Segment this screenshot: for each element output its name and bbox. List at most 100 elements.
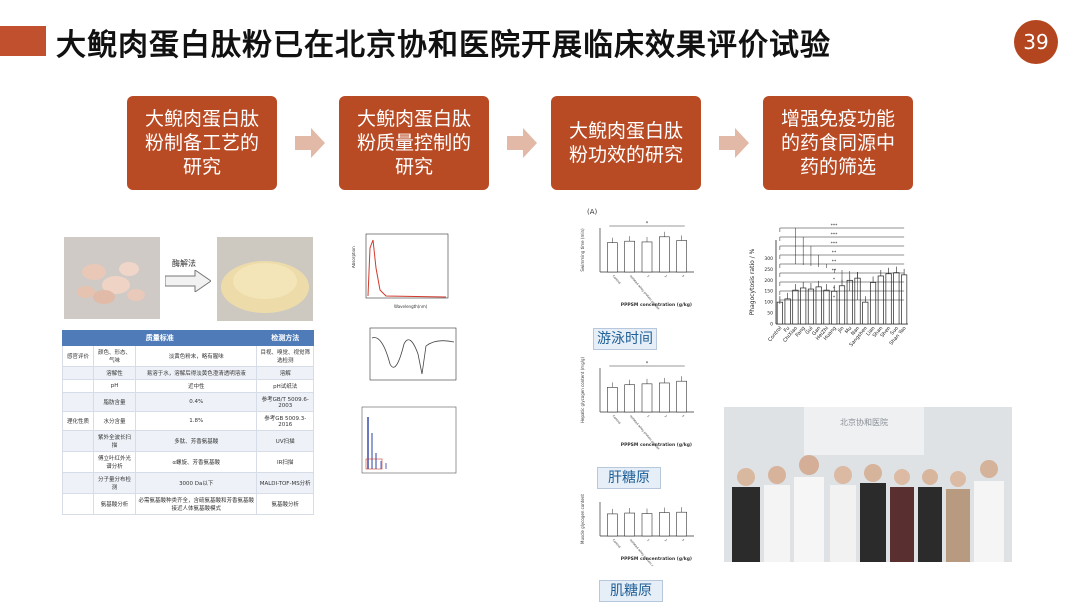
table-cell: 脂肪含量: [92, 392, 137, 412]
table-cell: [62, 366, 94, 380]
tick-label: Lian: [865, 325, 876, 337]
table-cell: [62, 379, 94, 393]
tick-label: 50: [767, 311, 773, 317]
tick-label: Jin: [836, 325, 845, 334]
ir-spectrum-chart: [369, 327, 457, 381]
table-cell: pH试纸法: [256, 379, 314, 393]
table-cell: 傅立叶红外光谱分析: [92, 451, 137, 473]
significance-marker: *: [833, 295, 836, 301]
bar: [676, 380, 687, 413]
tick-label: 250: [764, 267, 773, 273]
bar: [807, 288, 815, 325]
bar: [792, 289, 799, 325]
bar: [776, 301, 783, 325]
significance-marker: *: [833, 286, 836, 292]
table-cell: UV扫描: [256, 430, 314, 452]
significance-marker: ***: [831, 241, 839, 247]
table-cell: IR扫描: [256, 451, 314, 473]
tick-label: 2: [664, 538, 668, 542]
x-axis-label: PPPSM concentration (g/kg): [621, 302, 692, 308]
y-axis-label: Swimming time (min): [580, 228, 585, 272]
x-axis-label: PPPSM concentration (g/kg): [621, 556, 692, 562]
bar: [676, 511, 687, 537]
bar: [838, 285, 846, 325]
table-cell: MALDI-TOF-MS分析: [256, 472, 314, 494]
table-cell: 紫外全波长扫描: [92, 430, 137, 452]
table-cell: 近中性: [135, 379, 258, 393]
table-cell: pH: [92, 379, 137, 393]
significance-marker: **: [832, 268, 837, 274]
bar: [624, 512, 635, 537]
tick-label: 300: [764, 256, 773, 262]
significance-marker: ***: [831, 223, 839, 229]
tick-label: Gan: [811, 325, 822, 337]
bar: [624, 240, 635, 273]
caption-hepatic-glycogen: 肝糖原: [597, 467, 661, 489]
quality-standard-table: 质量标准 检测方法 感官评价颜色、形态、气味淡黄色粉末，略有腥味目视、嗅觉、视觉…: [61, 330, 314, 515]
uv-spectrum-chart: Absorption Wavelength(nm): [352, 233, 449, 309]
bar: [784, 298, 791, 325]
tick-label: Suo: [889, 325, 900, 336]
y-axis-label: Phagocytosis ratio / %: [749, 248, 756, 315]
table-cell: α螺旋、芳香氨基酸: [135, 451, 258, 473]
step-box-4: 增强免疫功能的药食同源中药的筛选: [763, 96, 913, 190]
process-arrow-icon: [165, 270, 211, 292]
tick-label: 0: [770, 322, 773, 328]
table-cell: 参考GB 5009.3-2016: [256, 411, 314, 431]
efficacy-panel-label: (A): [587, 208, 598, 216]
table-cell: 1.8%: [135, 411, 258, 431]
table-cell: 水分含量: [92, 411, 137, 431]
bar: [607, 387, 618, 413]
arrow-right-icon: [295, 128, 325, 158]
table-cell: 氨基酸分析: [92, 493, 137, 515]
table-cell: [62, 430, 94, 452]
table-row: 氨基酸分析必需氨基酸种类齐全，含硫氨基酸和芳香氨基酸接近人体氨基酸模式氨基酸分析: [62, 493, 314, 515]
table-cell: [62, 472, 94, 494]
table-cell: [62, 451, 94, 473]
step-box-1: 大鲵肉蛋白肽粉制备工艺的研究: [127, 96, 277, 190]
bar: [607, 513, 618, 537]
bar: [641, 513, 653, 537]
bar: [885, 273, 892, 325]
tick-label: Control: [612, 538, 622, 549]
significance-marker: ***: [831, 232, 839, 238]
table-cell: 多肽、芳香氨基酸: [135, 430, 258, 452]
title-accent-bar: [0, 26, 46, 56]
tick-label: 200: [764, 278, 773, 284]
table-cell: 0.4%: [135, 392, 258, 412]
tick-label: 1: [646, 274, 650, 278]
bar: [659, 382, 670, 413]
significance-marker: **: [832, 259, 837, 265]
phagocytosis-ratio-chart: Phagocytosis ratio / % 0 50 100 150 200 250 300…: [749, 223, 908, 348]
step-box-3: 大鲵肉蛋白肽粉功效的研究: [551, 96, 701, 190]
bar: [659, 512, 670, 537]
caption-muscle-glycogen: 肌糖原: [599, 580, 663, 602]
table-cell: 溶解性: [92, 366, 137, 380]
photo-banner-text: 北京协和医院: [840, 417, 888, 427]
table-cell: 溶解: [256, 366, 314, 380]
tick-label: Control: [767, 325, 783, 343]
table-cell: 参考GB/T 5009.6-2003: [256, 392, 314, 412]
table-cell: 目视、嗅觉、视觉筛选检测: [256, 345, 314, 367]
table-cell: 易溶于水，溶解后得淡黄色澄清透明溶液: [135, 366, 258, 380]
table-cell: 氨基酸分析: [256, 493, 314, 515]
tick-label: 100: [764, 300, 773, 306]
table-header-standard: 质量标准: [61, 330, 258, 346]
tick-label: 5: [681, 538, 685, 542]
table-cell: [62, 493, 94, 515]
bar: [815, 286, 822, 325]
bar: [869, 282, 877, 325]
tick-label: 150: [764, 289, 773, 295]
significance-marker: *: [646, 221, 649, 227]
tick-label: Mu: [844, 325, 853, 335]
table-row: 溶解性易溶于水，溶解后得淡黄色澄清透明溶液溶解: [62, 366, 314, 380]
x-axis-label: PPPSM concentration (g/kg): [621, 442, 692, 448]
